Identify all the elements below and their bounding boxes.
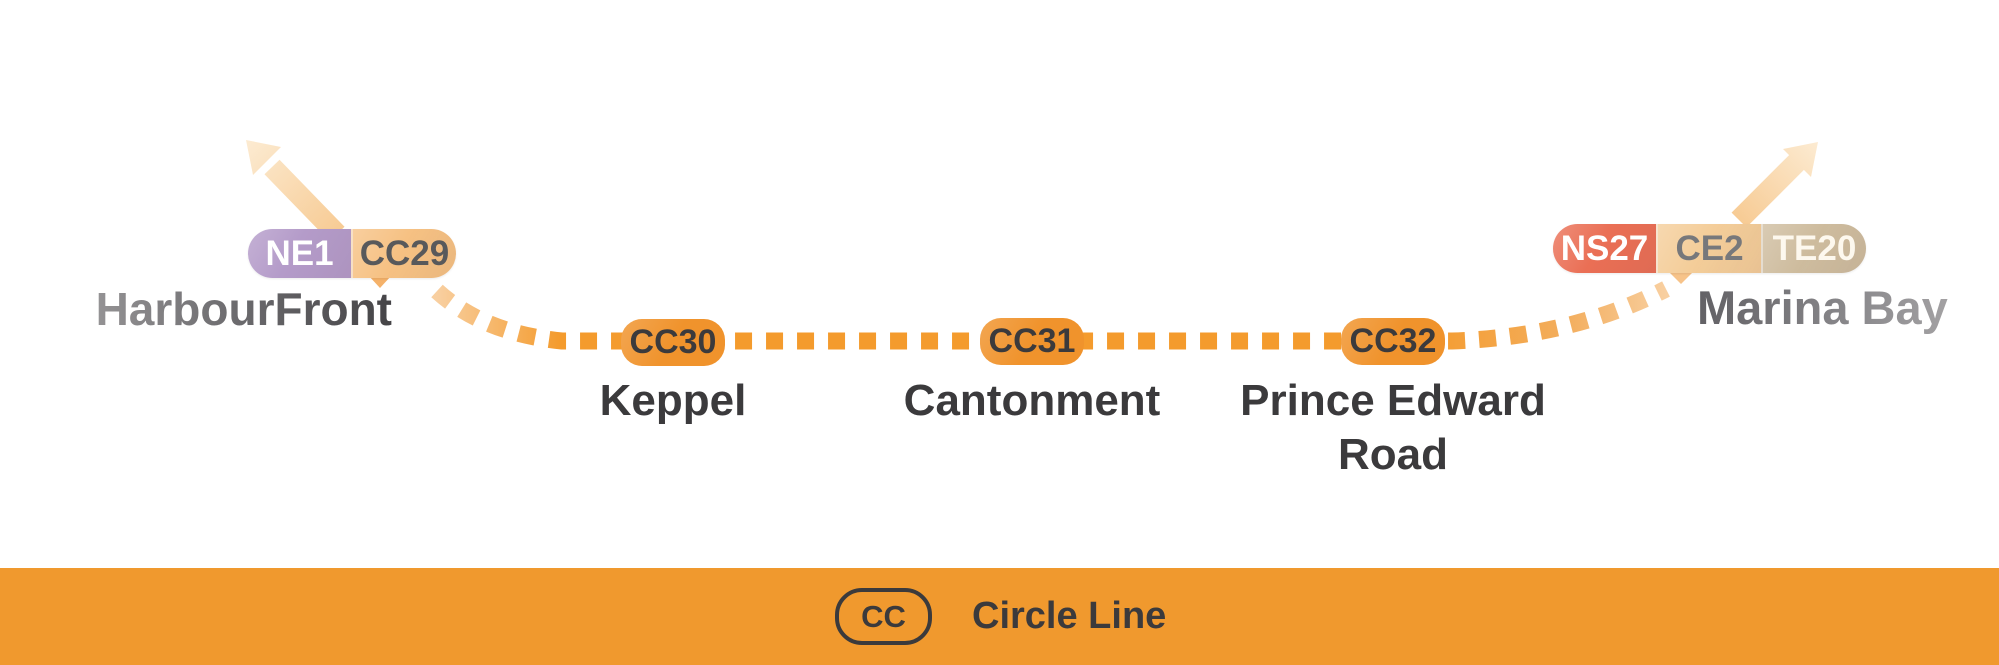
line-legend: CC Circle Line — [835, 588, 1166, 645]
badge-ne1: NE1 — [248, 229, 351, 278]
station-name-cantonment: Cantonment — [903, 376, 1161, 425]
continuation-arrow-marina-icon — [1731, 142, 1818, 228]
line-legend-bar: CC Circle Line — [0, 568, 1999, 665]
station-badge-harbourfront: NE1 CC29 — [248, 229, 456, 278]
badge-cc29: CC29 — [351, 229, 456, 278]
station-name-keppel: Keppel — [599, 376, 747, 425]
station-name-harbourfront: HarbourFront — [28, 281, 392, 337]
station-badge-cantonment: CC31 — [980, 318, 1084, 365]
line-code-pill: CC — [835, 588, 932, 645]
badge-cc32: CC32 — [1349, 322, 1437, 360]
line-name-label: Circle Line — [972, 595, 1167, 637]
badge-cc30: CC30 — [629, 323, 717, 361]
station-name-marina-bay: Marina Bay — [1697, 279, 1997, 336]
badge-cc31: CC31 — [988, 322, 1076, 360]
track-pointer-harbourfront-icon — [368, 275, 392, 288]
station-badge-keppel: CC30 — [621, 319, 725, 366]
station-badge-prince-edward-road: CC32 — [1341, 318, 1445, 365]
continuation-arrow-northeast-icon — [246, 140, 345, 242]
badge-ce2: CE2 — [1656, 224, 1761, 273]
station-badge-marina-bay: NS27 CE2 TE20 — [1553, 224, 1866, 273]
track-pointer-marinabay-icon — [1668, 271, 1694, 284]
track-dotted-line — [431, 281, 1670, 350]
badge-ns27: NS27 — [1553, 224, 1656, 273]
station-name-prince-edward-road: Prince Edward Road — [1240, 376, 1546, 479]
badge-te20: TE20 — [1761, 224, 1866, 273]
